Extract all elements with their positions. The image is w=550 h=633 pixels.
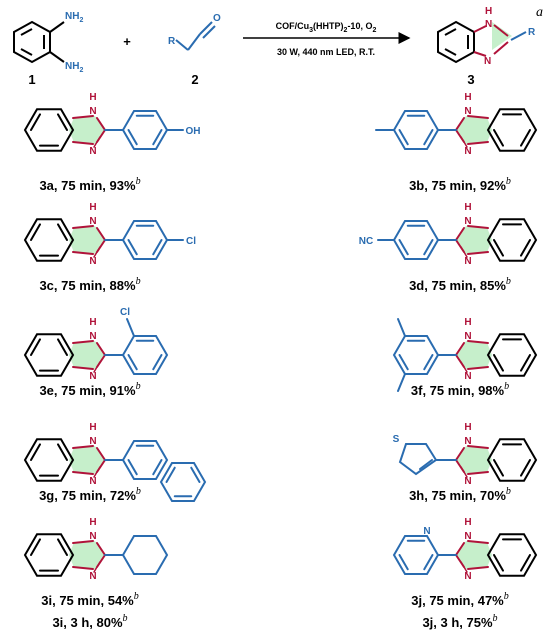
svg-text:Cl: Cl xyxy=(186,236,196,247)
svg-text:3c, 75 min, 88%b: 3c, 75 min, 88%b xyxy=(39,276,140,293)
svg-text:N: N xyxy=(464,106,471,117)
product-label: 3 xyxy=(467,72,474,87)
svg-text:H: H xyxy=(485,6,492,17)
svg-text:N: N xyxy=(89,146,96,157)
svg-text:H: H xyxy=(89,202,96,213)
product-structure: H N N R xyxy=(437,6,536,67)
svg-text:3j, 3 h, 75%b: 3j, 3 h, 75%b xyxy=(422,613,497,630)
svg-text:N: N xyxy=(464,436,471,447)
svg-text:N: N xyxy=(464,571,471,582)
svg-text:NH2: NH2 xyxy=(65,11,83,24)
svg-text:H: H xyxy=(464,317,471,328)
svg-text:NC: NC xyxy=(359,236,373,247)
svg-text:3h, 75 min, 70%b: 3h, 75 min, 70%b xyxy=(409,486,511,503)
reagent-2-structure xyxy=(175,21,216,51)
svg-text:N: N xyxy=(89,331,96,342)
svg-text:3d, 75 min, 85%b: 3d, 75 min, 85%b xyxy=(409,276,511,293)
svg-text:N: N xyxy=(464,476,471,487)
reagent-2-label: 2 xyxy=(191,72,198,87)
svg-text:3i, 75 min, 54%b: 3i, 75 min, 54%b xyxy=(41,591,139,608)
svg-text:N: N xyxy=(89,476,96,487)
svg-text:N: N xyxy=(485,19,492,30)
svg-text:N: N xyxy=(464,216,471,227)
svg-text:N: N xyxy=(89,371,96,382)
svg-text:H: H xyxy=(89,92,96,103)
aldehyde-oxygen: O xyxy=(213,13,221,24)
svg-text:N: N xyxy=(484,56,491,67)
svg-text:OH: OH xyxy=(186,126,201,137)
conditions-line-2: 30 W, 440 nm LED, R.T. xyxy=(277,47,375,57)
svg-text:N: N xyxy=(89,216,96,227)
svg-text:R: R xyxy=(528,27,536,38)
svg-text:3e, 75 min, 91%b: 3e, 75 min, 91%b xyxy=(39,381,140,398)
conditions-line-1: COF/Cu3(HHTP)2-10, O2 xyxy=(276,21,377,34)
svg-text:H: H xyxy=(464,202,471,213)
svg-text:N: N xyxy=(464,371,471,382)
svg-text:N: N xyxy=(89,531,96,542)
svg-text:3i, 3 h, 80%b: 3i, 3 h, 80%b xyxy=(52,613,127,630)
svg-text:N: N xyxy=(464,531,471,542)
svg-text:N: N xyxy=(464,331,471,342)
svg-text:NH2: NH2 xyxy=(65,61,83,74)
reagent-1-label: 1 xyxy=(28,72,35,87)
svg-text:3f, 75 min, 98%b: 3f, 75 min, 98%b xyxy=(411,381,509,398)
svg-text:N: N xyxy=(423,526,430,537)
svg-text:H: H xyxy=(464,92,471,103)
r-group: R xyxy=(168,36,176,47)
svg-text:H: H xyxy=(89,317,96,328)
plus-sign: + xyxy=(123,34,131,49)
svg-text:N: N xyxy=(89,106,96,117)
panel-tag: a xyxy=(536,5,543,20)
reagent-1-structure: NH2 NH2 xyxy=(13,11,83,74)
svg-text:3j, 75 min, 47%b: 3j, 75 min, 47%b xyxy=(411,591,509,608)
svg-text:N: N xyxy=(89,436,96,447)
svg-text:N: N xyxy=(89,571,96,582)
svg-text:N: N xyxy=(464,146,471,157)
svg-text:Cl: Cl xyxy=(120,307,130,318)
svg-text:3g, 75 min, 72%b: 3g, 75 min, 72%b xyxy=(39,486,141,503)
svg-text:H: H xyxy=(89,517,96,528)
svg-text:H: H xyxy=(464,422,471,433)
svg-text:N: N xyxy=(89,256,96,267)
svg-text:H: H xyxy=(89,422,96,433)
svg-text:3b, 75 min, 92%b: 3b, 75 min, 92%b xyxy=(409,176,511,193)
svg-text:3a, 75 min, 93%b: 3a, 75 min, 93%b xyxy=(39,176,140,193)
svg-text:N: N xyxy=(464,256,471,267)
svg-text:H: H xyxy=(464,517,471,528)
svg-text:S: S xyxy=(393,434,400,445)
